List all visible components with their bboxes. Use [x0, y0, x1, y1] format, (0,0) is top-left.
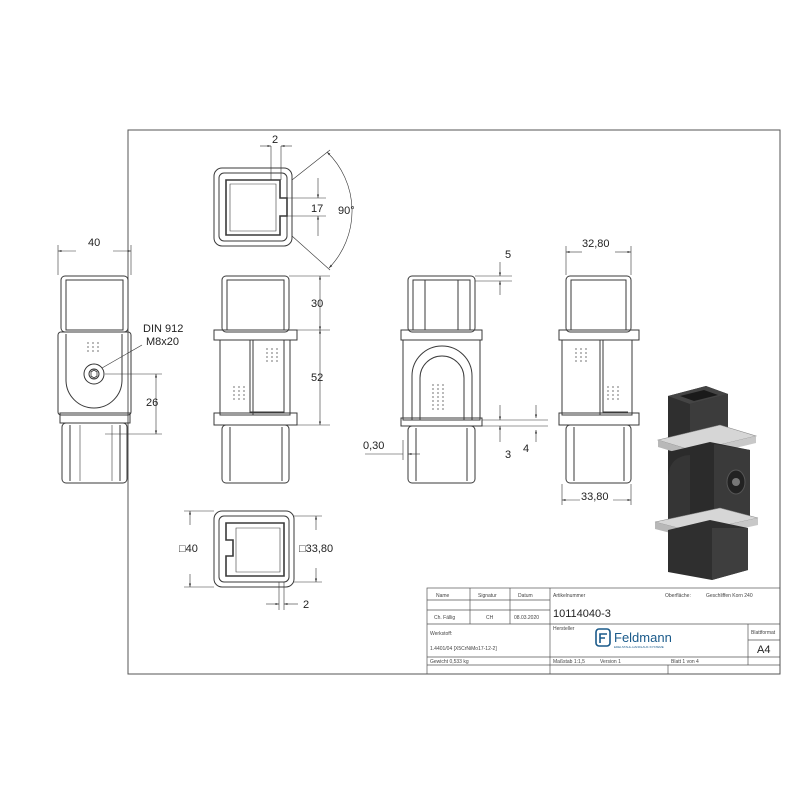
isometric-render: [654, 386, 759, 580]
tb-format-value: A4: [757, 644, 770, 656]
dim-angle: 90°: [338, 205, 355, 217]
dim-width: 40: [88, 237, 100, 249]
tb-row-name: Ch. Fällig: [434, 615, 455, 621]
feldmann-logo-icon: [595, 628, 611, 647]
dim-offset-a: 3: [505, 449, 511, 461]
dim-gap: 0,30: [363, 440, 384, 452]
dim-width-right: 32,80: [582, 238, 610, 250]
tb-format-label: Blattformat: [751, 630, 776, 636]
dim-slot: 17: [311, 203, 323, 215]
screw-size: M8x20: [146, 336, 179, 348]
right-view: [558, 275, 640, 484]
side-view: [213, 275, 298, 484]
tb-material-value: 1.4401/04 [X5CrNiMo17-12-2]: [430, 646, 497, 652]
tb-weight: Gewicht 0,533 kg: [430, 659, 469, 665]
tb-row-date: 08.03.2020: [514, 615, 539, 621]
dim-wall-bottom: 2: [303, 599, 309, 611]
dim-wall: 2: [272, 134, 278, 146]
dim-square-right: □33,80: [299, 543, 333, 555]
dim-mid-height: 52: [311, 372, 323, 384]
back-view-dims: [365, 262, 548, 460]
dim-top-height: 30: [311, 298, 323, 310]
dim-offset-top: 5: [505, 249, 511, 261]
tb-manufacturer-label: Hersteller: [553, 626, 575, 632]
tb-surface-value: Geschliffen Korn 240: [706, 593, 753, 599]
front-view-dims: [57, 245, 162, 435]
dim-screw-height: 26: [146, 397, 158, 409]
title-block: [426, 587, 781, 675]
tb-scale: Maßstab 1:1,5: [553, 659, 585, 665]
screw-hole: [83, 363, 105, 385]
side-view-dims: [289, 275, 330, 426]
tb-version: Version 1: [600, 659, 621, 665]
tb-col-date: Datum: [518, 593, 533, 599]
dim-square-left: □40: [179, 543, 198, 555]
tb-col-name: Name: [436, 593, 450, 599]
tb-row-signature: CH: [486, 615, 494, 621]
tb-logo-text: Feldmann: [614, 630, 672, 645]
right-view-dims: [561, 246, 632, 505]
tb-material-label: Werkstoff:: [430, 631, 452, 637]
tb-col-signature: Signatur: [478, 593, 497, 599]
dim-offset-b: 4: [523, 443, 529, 455]
side-view-hatch: [233, 348, 278, 400]
tb-article-label: Artikelnummer: [553, 593, 586, 599]
tb-article-number: 10114040-3: [553, 608, 611, 620]
bottom-view: [213, 510, 295, 588]
front-view: [57, 275, 132, 484]
front-view-hatch: [87, 342, 99, 354]
back-view: [400, 275, 483, 484]
top-view-dims: [260, 144, 353, 271]
tb-surface-label: Oberfläche:: [665, 593, 691, 599]
tb-sheet: Blatt 1 von 4: [671, 659, 699, 665]
right-view-hatch: [575, 348, 619, 400]
tb-logo-tagline: EDELSTAHL-HANDLAUF-SYSTEME: [614, 645, 664, 649]
dim-width-right-bottom: 33,80: [581, 491, 609, 503]
screw-norm: DIN 912: [143, 323, 183, 335]
back-view-hatch: [432, 384, 444, 410]
bottom-view-dims: [184, 510, 322, 610]
top-view: [213, 167, 293, 247]
